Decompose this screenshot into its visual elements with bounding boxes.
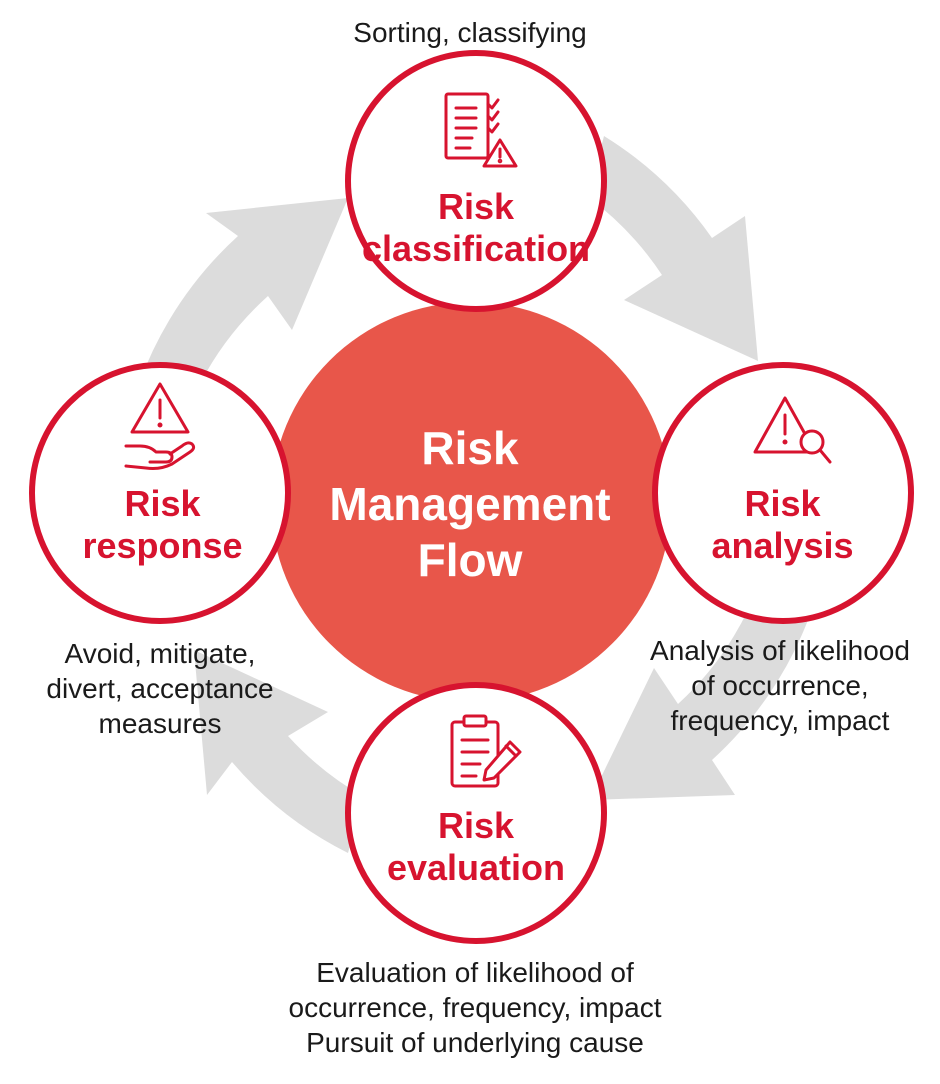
- center-title-line1: Risk: [421, 422, 519, 474]
- clipboard-pencil-icon: [450, 714, 522, 788]
- caption-response: Avoid, mitigate, divert, acceptance meas…: [10, 636, 310, 741]
- center-title: Risk Management Flow: [280, 420, 660, 588]
- node-circle-analysis: [652, 362, 914, 624]
- node-label-line1: Risk: [437, 186, 515, 227]
- caption-classification: Sorting, classifying: [270, 15, 670, 50]
- caption-line: measures: [98, 708, 222, 739]
- node-label-line1: Risk: [124, 483, 201, 524]
- node-label-response: Risk response: [40, 483, 285, 567]
- caption-line: occurrence, frequency, impact: [288, 992, 662, 1023]
- node-label-line2: evaluation: [386, 847, 566, 888]
- node-label-evaluation: Risk evaluation: [351, 805, 601, 889]
- node-circle-classification: [345, 50, 607, 312]
- node-label-line1: Risk: [744, 483, 821, 524]
- caption-line: Avoid, mitigate,: [64, 638, 256, 669]
- caption-line: of occurrence,: [691, 670, 869, 701]
- cycle-arrow-top-right: [588, 136, 758, 361]
- center-title-line3: Flow: [417, 534, 523, 586]
- node-label-classification: Risk classification: [351, 186, 601, 270]
- warning-magnifier-icon: [753, 396, 832, 464]
- node-circle-evaluation: [345, 682, 607, 944]
- caption-line: divert, acceptance: [46, 673, 274, 704]
- caption-line: Analysis of likelihood: [650, 635, 910, 666]
- node-label-line2: classification: [361, 228, 591, 269]
- caption-evaluation: Evaluation of likelihood of occurrence, …: [220, 955, 730, 1060]
- node-circle-response: [29, 362, 291, 624]
- caption-line: frequency, impact: [670, 705, 890, 736]
- cycle-arrow-bottom-left: [194, 650, 364, 853]
- node-label-line2: analysis: [711, 525, 854, 566]
- caption-line: Sorting, classifying: [353, 17, 587, 48]
- checklist-warning-icon: [444, 92, 518, 168]
- caption-line: Pursuit of underlying cause: [306, 1027, 644, 1058]
- node-label-analysis: Risk analysis: [660, 483, 905, 567]
- node-label-line1: Risk: [437, 805, 515, 846]
- center-title-line2: Management: [329, 478, 611, 530]
- cycle-arrow-right-bottom: [590, 610, 808, 800]
- warning-hand-icon: [124, 382, 196, 470]
- node-label-line2: response: [82, 525, 243, 566]
- caption-analysis: Analysis of likelihood of occurrence, fr…: [625, 633, 935, 738]
- center-circle: [271, 302, 671, 702]
- caption-line: Evaluation of likelihood of: [316, 957, 634, 988]
